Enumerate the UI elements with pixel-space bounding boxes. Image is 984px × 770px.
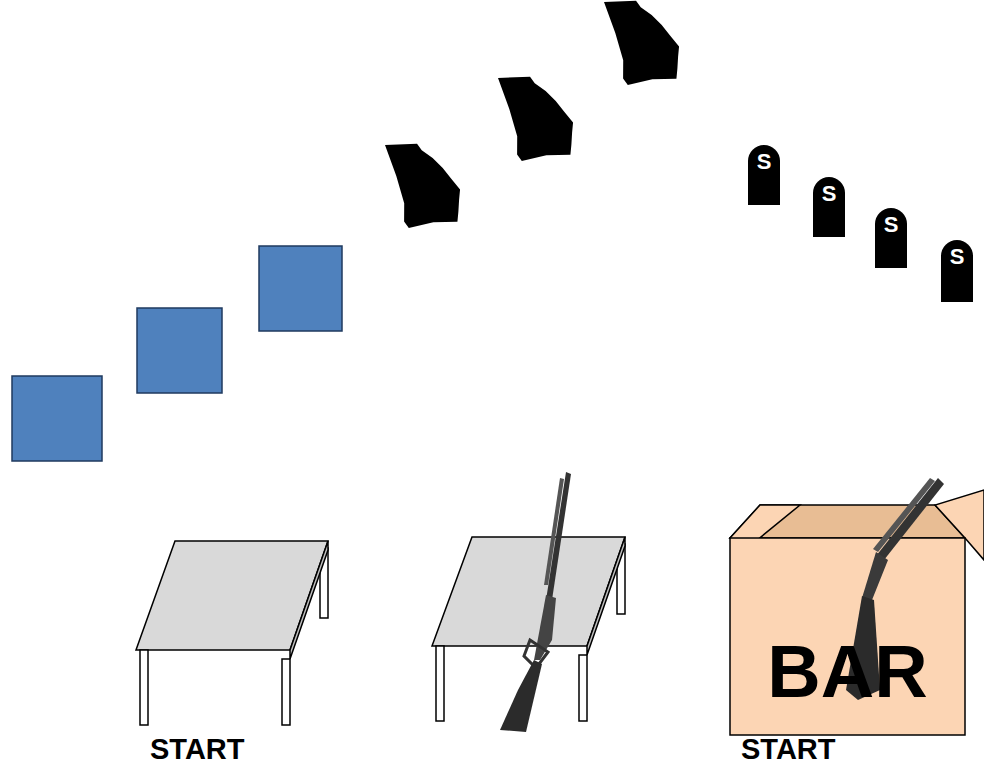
tombstone-outline xyxy=(813,177,845,237)
stone-letter: S xyxy=(884,214,899,236)
stone-letter: S xyxy=(822,183,837,205)
tombstone-marker: S xyxy=(875,208,907,268)
start-label: START xyxy=(150,733,245,766)
state-silhouette xyxy=(498,71,577,163)
box-word: BAR xyxy=(767,635,927,709)
tombstone-marker: S xyxy=(813,177,845,237)
start-label: START xyxy=(741,733,836,766)
state-silhouette xyxy=(385,138,464,230)
stone-letter: S xyxy=(950,246,965,268)
tombstone-marker: S xyxy=(748,145,780,205)
blue-squares xyxy=(12,246,342,461)
tombstone-outline xyxy=(875,208,907,268)
cardboard-box xyxy=(730,490,984,735)
box-label: BAR xyxy=(730,538,965,735)
blue-square xyxy=(137,308,222,393)
tombstone-marker: S xyxy=(941,240,973,302)
rifle xyxy=(500,472,571,732)
stone-letter: S xyxy=(757,151,772,173)
state-silhouette xyxy=(604,0,683,87)
tombstone-outline xyxy=(941,240,973,302)
tombstone-outline xyxy=(748,145,780,205)
state-silhouettes xyxy=(385,0,683,230)
table xyxy=(136,541,328,725)
blue-square xyxy=(259,246,342,331)
blue-square xyxy=(12,376,102,461)
